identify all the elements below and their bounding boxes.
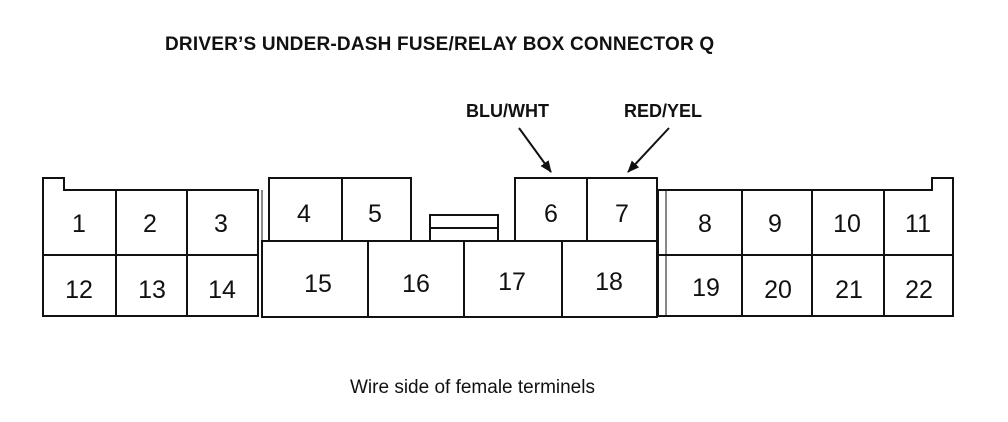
arrow-to-pin-7 <box>627 127 670 173</box>
pin-19: 19 <box>692 274 720 302</box>
diagram-title: DRIVER’S UNDER-DASH FUSE/RELAY BOX CONNE… <box>165 34 715 55</box>
pin-7: 7 <box>615 200 629 228</box>
pin-2: 2 <box>143 210 157 238</box>
pin-20: 20 <box>764 276 792 304</box>
pin-17: 17 <box>498 268 526 296</box>
pin-22: 22 <box>905 276 933 304</box>
pin-12: 12 <box>65 276 93 304</box>
arrow-to-pin-6 <box>518 127 552 173</box>
wire-label-red-yel: RED/YEL <box>624 101 703 121</box>
left-housing <box>42 177 259 317</box>
pin-13: 13 <box>138 276 166 304</box>
pin-9: 9 <box>768 210 782 238</box>
pin-11: 11 <box>905 210 931 238</box>
pin-1: 1 <box>72 210 86 238</box>
pin-14: 14 <box>208 276 236 304</box>
pin-6: 6 <box>544 200 558 228</box>
pin-21: 21 <box>835 276 863 304</box>
pin-3: 3 <box>214 210 228 238</box>
pin-16: 16 <box>402 270 430 298</box>
pin-4: 4 <box>297 200 311 228</box>
pin-5: 5 <box>368 200 382 228</box>
pin-15: 15 <box>304 270 332 298</box>
pin-8: 8 <box>698 210 712 238</box>
wire-label-blu-wht: BLU/WHT <box>466 101 549 121</box>
pin-10: 10 <box>833 210 861 238</box>
upper-block-4-5 <box>268 177 412 242</box>
diagram-caption: Wire side of female terminels <box>350 377 595 398</box>
pin-18: 18 <box>595 268 623 296</box>
